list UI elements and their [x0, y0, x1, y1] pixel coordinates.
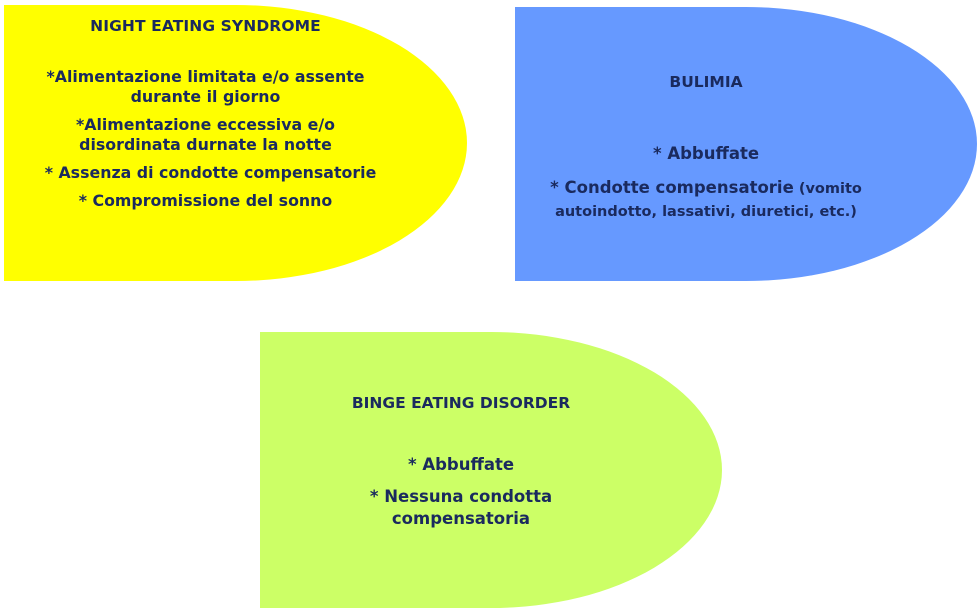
bulimia-title: BULIMIA: [669, 73, 743, 91]
night-eating-syndrome-title: NIGHT EATING SYNDROME: [90, 17, 321, 35]
nes-item-2-line-1: *Alimentazione eccessiva e/o: [75, 115, 336, 134]
binge-eating-disorder-shape: BINGE EATING DISORDER * Abbuffate * Ness…: [260, 332, 722, 608]
nes-item-no-compensatory-behaviour: * Assenza di condotte compensatorie: [45, 163, 377, 183]
nes-item-4-line-1: * Compromissione del sonno: [78, 191, 333, 210]
nes-item-excessive-night-eating: *Alimentazione eccessiva e/o disordinata…: [76, 115, 335, 155]
bed-item-no-compensatory-behaviour: * Nessuna condotta compensatoria: [370, 486, 552, 530]
night-eating-syndrome-shape: NIGHT EATING SYNDROME *Alimentazione lim…: [4, 5, 467, 281]
nes-item-1-line-2: durante il giorno: [130, 87, 281, 106]
bulimia-item-binges: * Abbuffate: [652, 144, 760, 163]
nes-item-2-line-2: disordinata durnate la notte: [79, 135, 332, 154]
bulimia-item-compensatory-behaviour: * Condotte compensatorie (vomito autoind…: [550, 177, 862, 223]
bulimia-item-2-line-2: autoindotto, lassativi, diuretici, etc.): [555, 204, 857, 220]
bed-item-2-line-1: * Nessuna condotta: [369, 487, 553, 506]
nes-item-1-line-1: *Alimentazione limitata e/o assente: [46, 67, 365, 86]
bulimia-item-2-note: (vomito: [793, 181, 862, 197]
nes-item-limited-daytime-eating: *Alimentazione limitata e/o assente dura…: [46, 67, 364, 107]
nes-item-3-line-1: * Assenza di condotte compensatorie: [44, 163, 377, 182]
bulimia-item-2-main: * Condotte compensatorie: [550, 178, 794, 197]
nes-item-sleep-impairment: * Compromissione del sonno: [79, 191, 333, 211]
bed-item-2-line-2: compensatoria: [391, 509, 531, 528]
bed-item-binges: * Abbuffate: [407, 455, 515, 474]
binge-eating-disorder-title: BINGE EATING DISORDER: [351, 394, 571, 412]
bulimia-shape: BULIMIA * Abbuffate * Condotte compensat…: [515, 7, 977, 281]
